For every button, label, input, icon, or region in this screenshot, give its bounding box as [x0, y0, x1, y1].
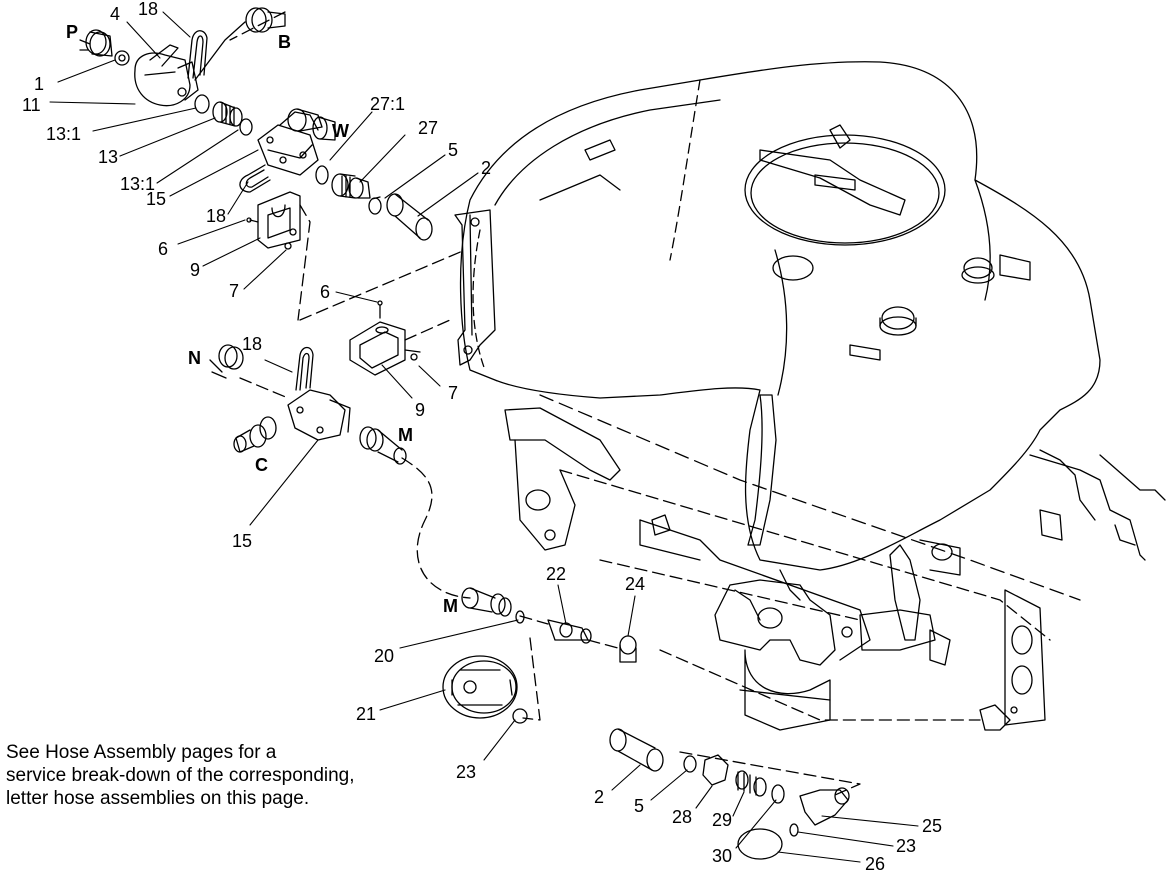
callout-18-mid: 18: [206, 206, 226, 226]
callout-23-right: 23: [896, 836, 916, 856]
callout-23-left: 23: [456, 762, 476, 782]
hose-letter-labels: P B W N C M M: [66, 22, 458, 616]
callout-5-top: 5: [448, 140, 458, 160]
mounting-bracket-9: [257, 191, 301, 249]
valve-body-15-lower: [287, 389, 351, 441]
hose-letter-n: N: [188, 348, 201, 368]
frame-chassis: [454, 209, 1166, 731]
spray-tank: [459, 61, 1101, 571]
pressure-gauge-21: [442, 655, 518, 719]
callout-20: 20: [374, 646, 394, 666]
callout-30: 30: [712, 846, 732, 866]
hose-fitting-m-upper: [359, 426, 407, 465]
callout-15-low: 15: [232, 531, 252, 551]
cap-24: [619, 635, 637, 663]
callout-2-low: 2: [594, 787, 604, 807]
hose-fitting-m-lower: [461, 587, 512, 617]
callout-4: 4: [110, 4, 120, 24]
callout-29: 29: [712, 810, 732, 830]
mounting-bracket-9-lower: [349, 321, 421, 376]
callout-7-top: 7: [229, 281, 239, 301]
hose-2: [386, 193, 433, 241]
nipple-27: [331, 173, 371, 199]
tank-lid: [744, 124, 946, 246]
callout-9-top: 9: [190, 260, 200, 280]
hose-letter-w: W: [332, 121, 349, 141]
note-line-3: letter hose assemblies on this page.: [6, 788, 310, 809]
lower-fitting-group: [442, 587, 850, 860]
callout-6-mid: 6: [320, 282, 330, 302]
hose-assembly-note: See Hose Assembly pages for a service br…: [6, 741, 426, 810]
note-line-2: service break-down of the corresponding,: [6, 765, 355, 786]
hose-letter-b: B: [278, 32, 291, 52]
tee-fitting-22: [547, 619, 592, 644]
callout-11: 11: [22, 95, 41, 115]
callout-13-1-b: 13:1: [120, 174, 155, 194]
callout-24: 24: [625, 574, 645, 594]
callout-18-top: 18: [138, 0, 158, 19]
pump-housing: [714, 579, 853, 731]
callout-27: 27: [418, 118, 438, 138]
callout-5-low: 5: [634, 796, 644, 816]
hose-fitting-n: [209, 344, 244, 379]
nipple-29: [735, 770, 767, 797]
callout-21: 21: [356, 704, 376, 724]
callout-18-low: 18: [242, 334, 262, 354]
callout-labels: 1 4 18 11 13:1 13 13:1 15 18 6 9 7 27:1 …: [22, 0, 942, 874]
leader-lines: [49, 11, 919, 863]
callout-22: 22: [546, 564, 566, 584]
callout-2-top: 2: [481, 158, 491, 178]
hose-letter-p: P: [66, 22, 78, 42]
callout-13: 13: [98, 147, 118, 167]
lower-valve-assembly: [209, 300, 421, 465]
hose-fitting-c: [233, 416, 277, 453]
callout-1: 1: [34, 74, 44, 94]
callout-28: 28: [672, 807, 692, 827]
callout-9-mid: 9: [415, 400, 425, 420]
fill-cap: [879, 257, 995, 336]
callout-7-mid: 7: [448, 383, 458, 403]
ball-valve-11: [134, 44, 199, 107]
hose-letter-m-lower: M: [443, 596, 458, 616]
hose-fitting-w: [287, 108, 336, 141]
elbow-fitting-25: [799, 787, 850, 826]
upper-valve-assembly: [79, 7, 433, 250]
hose-letter-c: C: [255, 455, 268, 475]
nipple-13: [212, 101, 243, 127]
hose-letter-m-upper: M: [398, 425, 413, 445]
callout-6-top: 6: [158, 239, 168, 259]
hose-fitting-b: [194, 7, 286, 81]
callout-13-1-a: 13:1: [46, 124, 81, 144]
callout-25: 25: [922, 816, 942, 836]
callout-27-1: 27:1: [370, 94, 405, 114]
callout-15-top: 15: [146, 189, 166, 209]
note-line-1: See Hose Assembly pages for a: [6, 742, 277, 763]
callout-26: 26: [865, 854, 885, 874]
hose-fitting-p: [79, 29, 113, 57]
hose-2-lower: [609, 728, 664, 772]
assembly-guide-lines: [229, 11, 861, 796]
